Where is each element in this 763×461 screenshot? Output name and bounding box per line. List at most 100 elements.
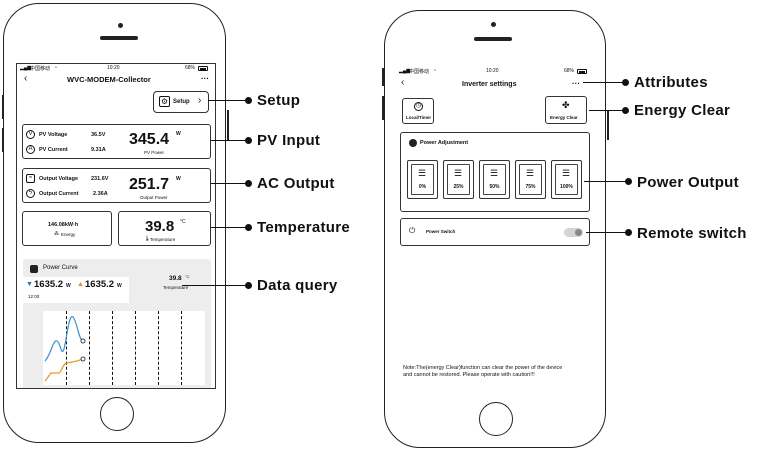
earpiece [100,36,138,40]
temperature-label: Temperature [150,237,176,242]
curve-series-orange [44,358,84,382]
power-option-75[interactable]: ☰ 75% [515,160,546,199]
sliders-icon: ☰ [418,168,427,178]
energy-card: 146.08kW·h ⁂ Energy [22,211,112,246]
right-screen: ▂▄▆ 中国移动 ◔ 10:20 68% ‹ Inverter settings… [396,67,594,392]
energy-value: 146.08kW·h [48,222,79,228]
callout-pv-input: PV Input [257,132,321,149]
setup-button[interactable]: ⚙ Setup › [153,91,209,113]
curve-unit-b: W [117,283,122,289]
curve-marker-blue [80,338,86,344]
output-power-value: 251.7 [129,176,170,193]
curve-temp-unit: °C [185,274,190,279]
callout-line [211,183,249,184]
callout-line [182,285,249,286]
home-button[interactable] [479,402,513,436]
local-timer-label: Local/Timer [406,115,432,120]
page-title: Inverter settings [462,81,517,88]
callout-line [583,82,625,83]
energy-clear-label: Energy Clear [550,115,578,120]
callout-data-query: Data query [257,277,338,294]
callout-line [586,232,628,233]
power-adjustment-card: Power Adjustment ☰ 0% ☰ 25% ☰ 50% ☰ 75% … [400,132,590,212]
callout-line [589,110,625,111]
pv-power-value: 345.4 [129,131,170,148]
power-curve-panel[interactable]: Power Curve ▼ 1635.2 W ▲ 1635.2 W 12:00 … [23,259,211,388]
pv-current-value: 9.31A [91,147,106,153]
curve-temp-value: 39.8 [169,275,182,282]
output-current-label: Output Current [39,191,79,197]
sliders-icon: ☰ [526,168,535,178]
power-option-25[interactable]: ☰ 25% [443,160,474,199]
cube-icon [30,265,38,273]
front-camera [491,22,496,27]
battery-percent: 68% [564,68,575,74]
status-time: 10:20 [107,65,120,71]
carrier-label: 中国移动 [409,69,430,75]
power-option-label: 100% [560,184,573,190]
power-adjustment-title: Power Adjustment [420,140,469,146]
callout-remote-switch: Remote switch [637,225,747,242]
grid-line [135,311,136,385]
wifi-icon: ◔ [433,68,437,74]
callout-dot [625,229,632,236]
status-bar: ▂▄▆ 中国移动 ◔ 10:20 68% [396,68,594,76]
output-voltage-label: Output Voltage [39,176,79,182]
earpiece [474,37,512,41]
signal-icon: ▂▄▆ [399,68,411,74]
voltage-icon: V [26,130,35,139]
status-time: 10:20 [486,68,499,74]
current-icon: A [26,145,35,154]
signal-icon: ▂▄▆ [20,65,32,71]
temperature-card: 39.8 °C 🌡︎ Temperature [118,211,211,246]
left-screen: ▂▄▆ 中国移动 ◔ 10:20 68% ‹ WVC-MODEM-Collect… [16,63,216,389]
carrier-label: 中国移动 [30,66,51,72]
back-icon[interactable]: ‹ [24,73,28,84]
grid-line [112,311,113,385]
grid-line [66,311,67,385]
inverter-icon: ≈ [26,174,35,183]
battery-icon [198,66,208,71]
grid-line [89,311,90,385]
wifi-icon: ◔ [54,65,58,71]
side-button [382,68,384,86]
output-voltage-value: 231.6V [91,176,109,182]
side-button [2,128,4,152]
more-menu-icon[interactable]: ··· [201,74,209,83]
local-timer-button[interactable]: ◷ Local/Timer [402,98,434,124]
attributes-menu-icon[interactable]: ··· [572,79,580,88]
sliders-icon: ☰ [454,168,463,178]
power-icon: ⏻ [409,226,416,235]
energy-clear-button[interactable]: ✤ Energy Clear [545,96,587,124]
power-option-100[interactable]: ☰ 100% [551,160,582,199]
side-button [382,96,384,120]
callout-setup: Setup [257,92,301,109]
power-option-50[interactable]: ☰ 50% [479,160,510,199]
callout-line [211,140,249,141]
power-option-label: 50% [489,184,500,190]
power-curve-chart [44,316,86,382]
output-current-value: 2.36A [93,191,108,197]
curve-time: 12:00 [28,294,40,299]
curve-unit-a: W [66,283,71,289]
energy-label: Energy [61,232,76,237]
ac-output-card: ≈ Output Voltage 231.6V ϟ Output Current… [22,168,211,203]
back-icon[interactable]: ‹ [401,77,405,88]
home-button[interactable] [100,397,134,431]
pv-current-label: PV Current [39,147,68,153]
status-bar: ▂▄▆ 中国移动 ◔ 10:20 68% [17,65,215,73]
energy-icon: ⁂ [54,231,59,237]
temperature-value: 39.8 [145,218,175,235]
power-switch-toggle[interactable] [564,228,583,237]
gear-icon: ⚙ [159,96,170,107]
sliders-icon: ☰ [490,168,499,178]
callout-dot [622,79,629,86]
callout-power-output: Power Output [637,174,739,191]
callout-temperature: Temperature [257,219,351,236]
chevron-right-icon: › [198,95,202,106]
sliders-icon: ☰ [562,168,571,178]
side-button [2,95,4,119]
callout-line [211,227,249,228]
temperature-unit: °C [180,219,186,225]
power-option-0[interactable]: ☰ 0% [407,160,438,199]
